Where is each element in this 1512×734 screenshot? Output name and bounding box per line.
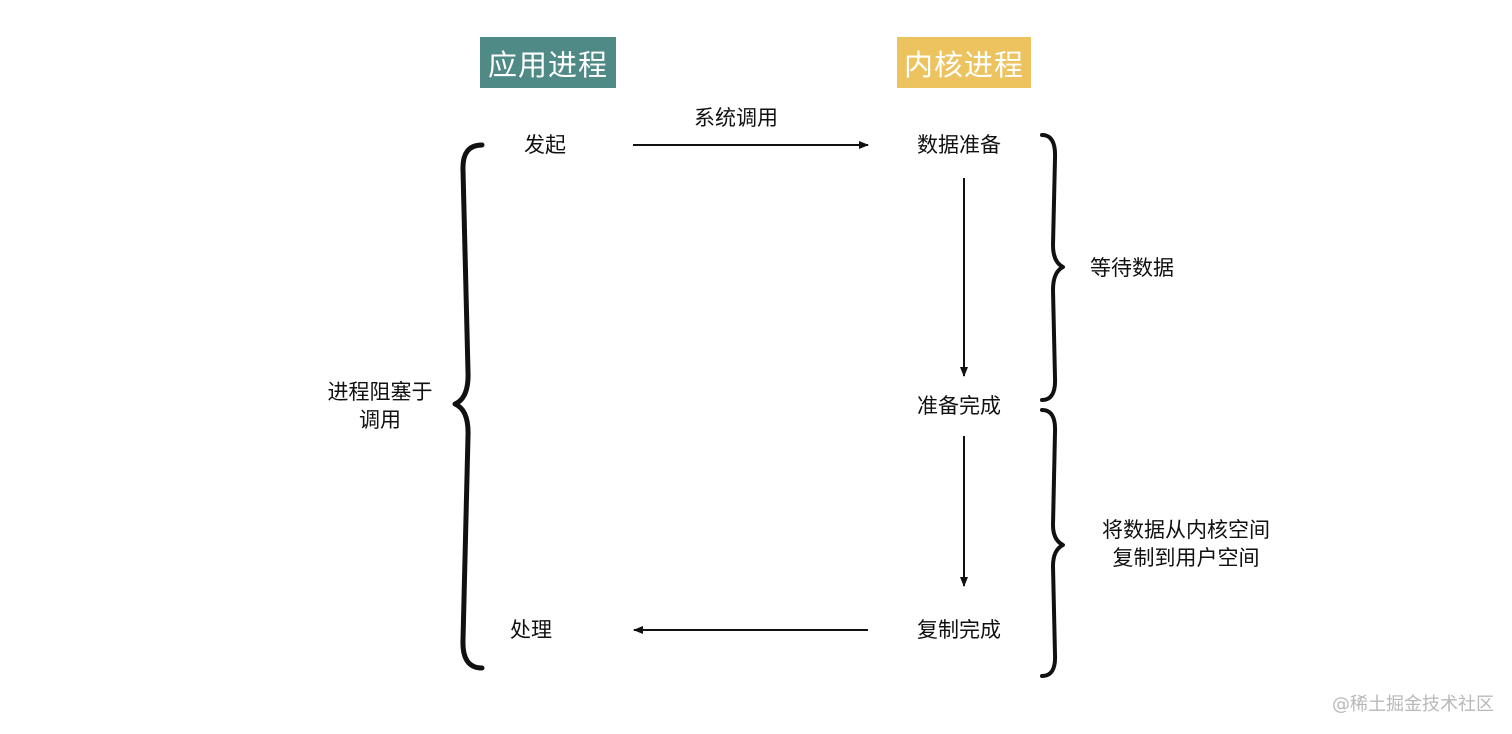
- wait-data-brace: [1040, 133, 1065, 402]
- watermark-text: @稀土掘金技术社区: [1332, 694, 1494, 715]
- blocked-phase-label: 进程阻塞于 调用: [320, 378, 440, 434]
- start-node-label: 发起: [524, 133, 566, 157]
- process-node-label: 处理: [510, 618, 552, 642]
- syscall-edge-label: 系统调用: [694, 106, 778, 130]
- copy-data-brace: [1040, 408, 1065, 678]
- blocked-brace: [452, 142, 485, 671]
- copy-label-line2: 复制到用户空间: [1112, 546, 1260, 570]
- blocked-label-line2: 调用: [359, 408, 401, 432]
- app-process-header: 应用进程: [480, 37, 616, 88]
- copy-label-line1: 将数据从内核空间: [1102, 518, 1270, 542]
- blocked-label-line1: 进程阻塞于: [327, 380, 433, 404]
- kernel-process-header: 内核进程: [897, 37, 1031, 88]
- copy-done-node-label: 复制完成: [917, 618, 1001, 642]
- prepare-node-label: 数据准备: [917, 133, 1001, 157]
- ready-node-label: 准备完成: [917, 394, 1001, 418]
- wait-data-phase-label: 等待数据: [1090, 256, 1174, 280]
- copy-phase-label: 将数据从内核空间 复制到用户空间: [1086, 516, 1286, 572]
